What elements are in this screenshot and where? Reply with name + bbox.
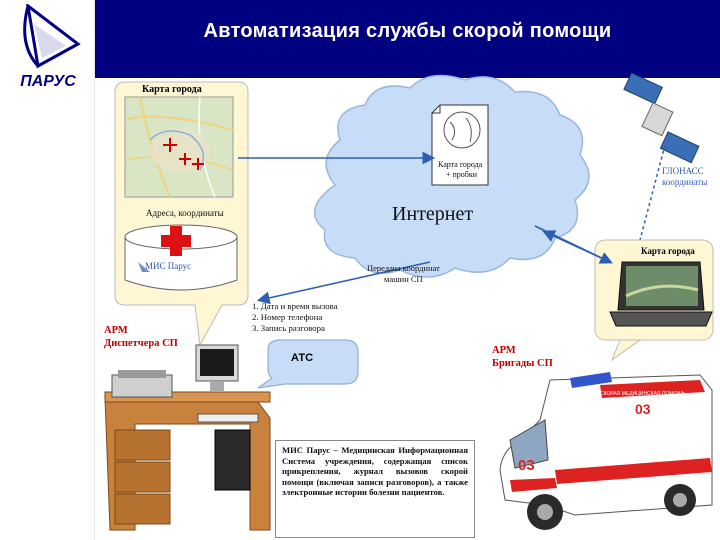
city-map-image (124, 96, 234, 198)
glonass-link (639, 144, 666, 241)
header-bar: Автоматизация службы скорой помощи (95, 0, 720, 78)
map-document-icon (431, 104, 489, 186)
city-map-title: Карта города (142, 84, 202, 95)
ambulance-side-text: СКОРАЯ МЕДИЦИНСКАЯ ПОМОЩЬ (600, 391, 686, 397)
mis-description: МИС Парус – Медицинская Информационная С… (282, 445, 468, 498)
parus-logo: ПАРУС (20, 4, 81, 90)
arrow-internet-to-db (256, 261, 431, 305)
ats-callout (257, 339, 359, 389)
ambulance-icon: 03 03 СКОРАЯ МЕДИЦИНСКАЯ ПОМОЩЬ (499, 372, 713, 530)
document-label-line2: + пробки (446, 170, 478, 179)
transfer-label-line1: Передача координат (367, 263, 440, 273)
list-item: 1. Дата и время вызова (252, 301, 338, 311)
brigade-label-line2: Бригады СП (492, 358, 553, 369)
left-strip: ПАРУС (0, 0, 95, 540)
laptop-card-title: Карта города (641, 246, 695, 256)
transfer-label-line2: машин СП (384, 274, 423, 284)
dispatcher-label-line2: Диспетчера СП (104, 338, 178, 349)
database-cylinder (124, 224, 238, 291)
ats-label: АТС (291, 352, 314, 364)
siren-light (570, 372, 612, 388)
glonass-line1: ГЛОНАСС (662, 166, 704, 176)
city-map-caption: Адреса, координаты (146, 208, 224, 218)
page-title: Автоматизация службы скорой помощи (203, 20, 612, 42)
laptop-icon (609, 261, 713, 327)
list-item: 2. Номер телефона (252, 312, 323, 322)
glonass-line2: координаты (662, 177, 708, 187)
ambulance-number-front: 03 (518, 457, 535, 474)
dispatcher-data-list: 1. Дата и время вызова 2. Номер телефона… (252, 301, 338, 334)
database-label: МИС Парус (145, 261, 192, 271)
document-label-line1: Карта города (438, 160, 483, 169)
ambulance-number-side: 03 (635, 401, 651, 417)
dispatcher-label-line1: АРМ (104, 325, 128, 336)
map-marker-icon (163, 138, 204, 170)
dispatcher-desk-icon (104, 344, 271, 531)
laptop-callout-tail (610, 339, 642, 362)
red-cross-icon (161, 226, 191, 256)
satellite-icon (623, 72, 700, 164)
list-item: 3. Запись разговора (252, 323, 325, 333)
internet-title: Интернет (392, 203, 474, 225)
sail-logo-icon (138, 262, 150, 272)
brigade-label-line1: АРМ (492, 345, 516, 356)
logo-text: ПАРУС (20, 73, 76, 90)
arrow-laptop-to-internet (542, 230, 611, 263)
mis-description-box: МИС Парус – Медицинская Информационная С… (275, 440, 475, 538)
